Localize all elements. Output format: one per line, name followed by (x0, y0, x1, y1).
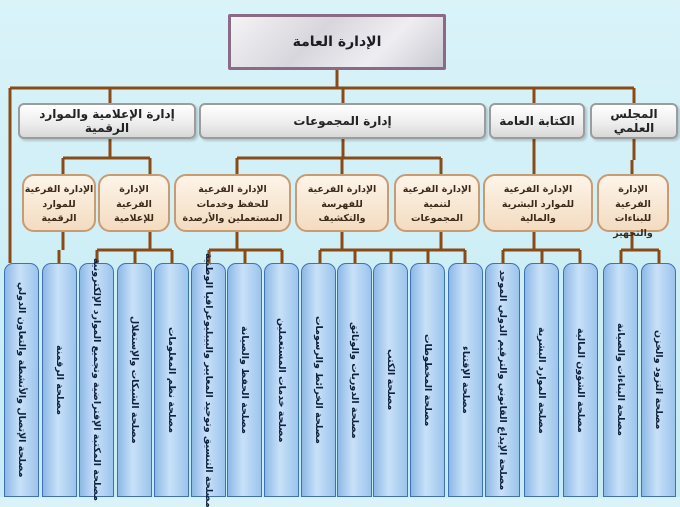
sub-dept-informatics: الإدارة الفرعية للإعلامية (98, 174, 170, 232)
unit-label: مصلحة الشؤون المالية (575, 327, 586, 433)
unit-box: مصلحة المخطوطات (410, 263, 445, 497)
unit-box: مصلحة الدوريات والوثائق (337, 263, 372, 497)
unit-box: مصلحة التنسيق وتوحيد المعايير والبيبليوغ… (191, 253, 226, 507)
dept-collections: إدارة المجموعات (199, 103, 486, 139)
unit-label: مصلحة نظم المعلومات (166, 327, 177, 433)
unit-label: مصلحة الإتصال والأنشطة والتعاون الدولي (16, 282, 27, 478)
dept-label: المجلس العلمي (610, 107, 658, 135)
dept-label: إدارة المجموعات (293, 114, 392, 128)
unit-box: مصلحة الإتصال والأنشطة والتعاون الدولي (4, 263, 39, 497)
unit-box: مصلحة الرقمنة (42, 263, 77, 497)
dept-label: إدارة الإعلامية والموارد الرقمية (39, 107, 175, 135)
unit-label: مصلحة التزود والخزن (653, 330, 664, 430)
unit-label: مصلحة الإيداع القانوني والترقيم الدولي ا… (497, 269, 508, 491)
unit-box: مصلحة خدمات المستعملين (264, 263, 299, 497)
root-label: الإدارة العامة (292, 34, 382, 50)
unit-label: مصلحة البناءات والصيانة (615, 323, 626, 437)
unit-label: مصلحة المخطوطات (422, 333, 433, 427)
unit-box: مصلحة الموارد البشرية (524, 263, 559, 497)
unit-label: مصلحة الموارد البشرية (536, 326, 547, 434)
unit-label: مصلحة الشبكات والإستغلال (129, 316, 140, 444)
dept-general-secretariat: الكتابة العامة (489, 103, 585, 139)
unit-box: مصلحة الخرائط والرسومات (301, 263, 336, 497)
unit-label: مصلحة التنسيق وتوحيد المعايير والبيبليوغ… (203, 252, 214, 507)
unit-box: مصلحة التزود والخزن (641, 263, 676, 497)
sub-dept-line1: الإدارة الفرعية (307, 184, 377, 195)
sub-dept-line1: الإدارة الفرعية (198, 184, 267, 195)
unit-box: مصلحة البناءات والصيانة (603, 263, 638, 497)
unit-box: مصلحة الشبكات والإستغلال (117, 263, 152, 497)
sub-dept-preservation-users: الإدارة الفرعية للحفظ وخدمات المستعملين … (174, 174, 291, 232)
sub-dept-cataloguing: الإدارة الفرعية للفهرسة والتكشيف (295, 174, 389, 232)
sub-dept-line1: الإدارة الفرعية (503, 184, 573, 195)
unit-label: مصلحة الرقمنة (54, 345, 65, 415)
unit-box: مصلحة الإقتناء (448, 263, 483, 497)
unit-label: مصلحة الحفظ والصيانة (239, 326, 250, 434)
sub-dept-line2: للموارد الرقمية (41, 198, 77, 225)
sub-dept-digital-resources: الإدارة الفرعية للموارد الرقمية (22, 174, 96, 232)
sub-dept-line1: الإدارة الفرعية (24, 184, 94, 195)
root-general-directorate: الإدارة العامة (228, 14, 446, 70)
sub-dept-line2: للإعلامية (114, 213, 155, 225)
sub-dept-buildings: الإدارة الفرعية للبناءات والتجهيز (597, 174, 669, 239)
dept-scientific-council: المجلس العلمي (590, 103, 678, 139)
sub-dept-line2: لتنمية المجموعات (411, 198, 463, 225)
sub-dept-line1: الإدارة الفرعية (116, 184, 152, 210)
sub-dept-hr-finance: الإدارة الفرعية للموارد البشرية والمالية (483, 174, 593, 232)
unit-label: مصلحة الكتب (385, 349, 396, 411)
unit-box: مصلحة الشؤون المالية (563, 263, 598, 497)
sub-dept-line2: للفهرسة والتكشيف (318, 198, 366, 225)
sub-dept-line2: للبناءات والتجهيز (613, 213, 653, 240)
unit-label: مصلحة الدوريات والوثائق (349, 321, 360, 439)
unit-box: مصلحة نظم المعلومات (154, 263, 189, 497)
unit-box: مصلحة الكتب (373, 263, 408, 497)
sub-dept-collection-development: الإدارة الفرعية لتنمية المجموعات (394, 174, 480, 232)
unit-box: مصلحة المكتبة الإفتراضية وتجميع الموارد … (79, 258, 114, 502)
unit-label: مصلحة الخرائط والرسومات (313, 316, 324, 444)
unit-label: مصلحة الإقتناء (460, 346, 471, 414)
sub-dept-line2: للحفظ وخدمات المستعملين والأرصدة (182, 198, 283, 225)
unit-box: مصلحة الحفظ والصيانة (227, 263, 262, 497)
unit-label: مصلحة خدمات المستعملين (276, 317, 287, 443)
dept-informatics-digital: إدارة الإعلامية والموارد الرقمية (18, 103, 196, 139)
sub-dept-line1: الإدارة الفرعية (402, 184, 472, 195)
dept-label: الكتابة العامة (499, 114, 575, 128)
sub-dept-line2: للموارد البشرية والمالية (501, 198, 575, 225)
unit-box: مصلحة الإيداع القانوني والترقيم الدولي ا… (485, 263, 520, 497)
sub-dept-line1: الإدارة الفرعية (615, 184, 651, 210)
unit-label: مصلحة المكتبة الإفتراضية وتجميع الموارد … (91, 258, 102, 502)
